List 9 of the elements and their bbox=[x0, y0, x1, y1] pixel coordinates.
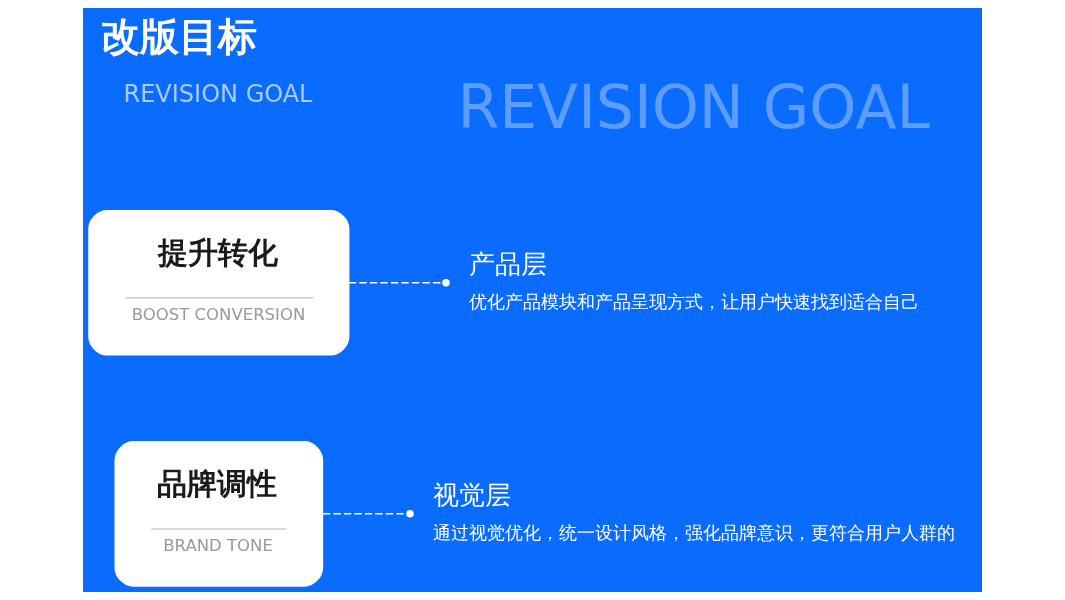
node-text: 视觉层 通过视觉优化，统一设计风格，强化品牌意识，更符合用户人群的 bbox=[433, 480, 956, 543]
connector bbox=[348, 279, 450, 287]
node-text: 产品层 优化产品模块和产品呈现方式，让用户快速找到适合自己 bbox=[469, 249, 920, 312]
connector bbox=[322, 510, 414, 518]
label: REVISION GOAL bbox=[457, 72, 931, 143]
node-box: 品牌调性 BRAND TONE bbox=[114, 441, 324, 587]
node-box: 提升转化 BOOST CONVERSION bbox=[88, 209, 350, 356]
diagram-title: 改版目标 bbox=[101, 13, 258, 59]
label: REVISION GOAL bbox=[123, 80, 313, 109]
